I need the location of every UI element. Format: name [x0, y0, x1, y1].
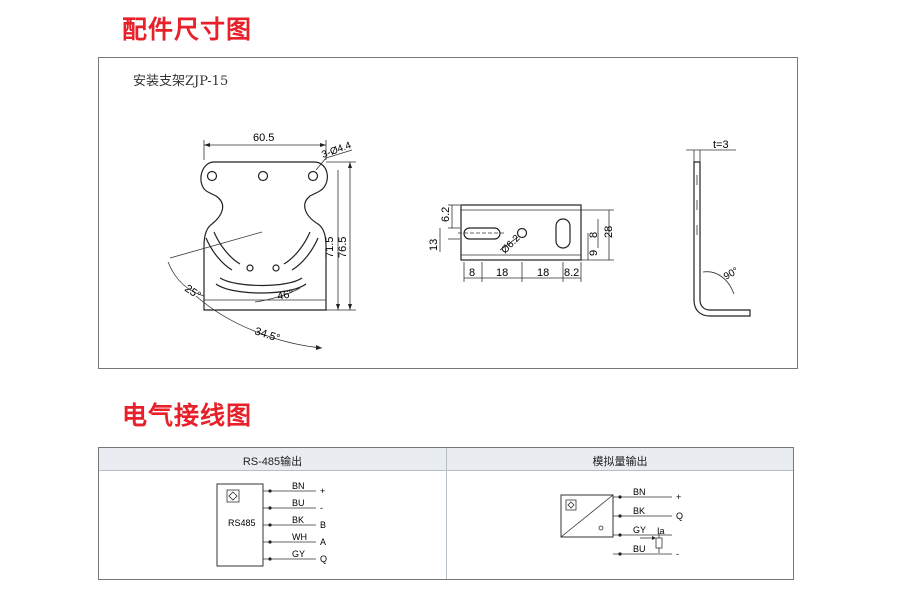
analog-diagram: BN + BK Q GY BU - Ia [560, 487, 683, 559]
dim-slot-28-label: 28 [603, 226, 615, 238]
mount-hole-right [307, 170, 319, 182]
dim-bottom-1: 18 [496, 267, 508, 279]
dim-height-inner-label: 71.5 [324, 237, 336, 258]
analog-wire-color-label: GY [633, 525, 646, 535]
dim-slot-6-2-label: 6.2 [440, 207, 452, 222]
wiring-column-divider [446, 448, 447, 579]
analog-wire-signal-label: + [676, 492, 681, 502]
mount-hole-left [206, 170, 218, 182]
analog-wire-color-label: BU [633, 544, 646, 554]
sensor-symbol-icon [226, 489, 240, 503]
slot-plate-outline [460, 204, 582, 261]
wiring-table-frame [98, 447, 794, 580]
analog-terminal-dot [618, 533, 622, 537]
rs485-wire-signal-label: B [320, 520, 326, 530]
rs485-wire-lines: BN + BU - BK B WH A GY Q [263, 481, 327, 564]
arc-slot-left [205, 237, 233, 271]
rs485-wire-signal-label: Q [320, 554, 327, 564]
load-resistor-icon [655, 537, 663, 549]
rs485-wire-color-label: GY [292, 549, 305, 559]
rs485-diagram: RS485 BN + BU - BK B WH A GY Q [216, 481, 327, 567]
bracket-model-caption: 安装支架ZJP-15 [133, 74, 229, 89]
dim-width-label: 60.5 [253, 132, 274, 144]
rs485-wire-color-label: BN [292, 481, 305, 491]
dim-bottom-3: 8.2 [564, 267, 579, 279]
rs485-wire-signal-label: A [320, 537, 326, 547]
arc-slot-right [291, 237, 319, 271]
slot-center-hole [516, 227, 528, 239]
analog-wire-color-label: BN [633, 487, 646, 497]
rs485-terminal-dot [268, 506, 272, 510]
analog-terminal-dot [618, 552, 622, 556]
rs485-device [216, 483, 264, 567]
rs485-terminal-dot [268, 523, 272, 527]
rs485-wire-color-label: BK [292, 515, 304, 525]
side-profile [693, 161, 751, 317]
wiring-section-title: 电气接线图 [122, 401, 253, 430]
dim-slot-9-label: 9 [588, 250, 600, 256]
dim-bottom-2: 18 [537, 267, 549, 279]
slot-right [555, 218, 571, 249]
rs485-wire-color-label: WH [292, 532, 307, 542]
arc-slot-bottom [215, 283, 307, 294]
mount-hole-center [257, 170, 269, 182]
front-view: 60.5 3-Ø4.4 71.5 76.5 25° 46° 34.5° [167, 132, 356, 350]
analog-terminal-dot [618, 514, 622, 518]
analog-wire-signal-label: Q [676, 511, 683, 521]
dimension-drawing-frame [98, 57, 798, 369]
current-arrow-icon [652, 536, 656, 540]
rs485-header: RS-485输出 [242, 456, 303, 468]
analog-sensor-icon [565, 499, 577, 511]
analog-wire-signal-label: - [676, 549, 679, 559]
current-label: Ia [657, 526, 665, 536]
analog-wire-lines: BN + BK Q GY BU - [613, 487, 683, 559]
rs485-terminal-dot [268, 489, 272, 493]
dim-slot-13-label: 13 [428, 239, 440, 251]
analog-header: 模拟量输出 [592, 456, 648, 468]
rs485-wire-color-label: BU [292, 498, 305, 508]
analog-terminal-dot [618, 495, 622, 499]
rs485-device-label: RS485 [228, 518, 256, 528]
dim-bottom-0: 8 [469, 267, 475, 279]
rs485-wire-signal-label: - [320, 503, 323, 513]
dim-thickness-label: t=3 [713, 139, 729, 151]
analog-wire-color-label: BK [633, 506, 645, 516]
rs485-wire-signal-label: + [320, 486, 325, 496]
dimension-section-title: 配件尺寸图 [122, 15, 253, 44]
dim-height-outer-label: 76.5 [337, 237, 349, 258]
slot-left [463, 227, 501, 240]
dim-slot-8-label: 8 [588, 232, 600, 238]
rs485-terminal-dot [268, 540, 272, 544]
rs485-terminal-dot [268, 557, 272, 561]
dim-angle-center-label: 46° [276, 288, 295, 303]
